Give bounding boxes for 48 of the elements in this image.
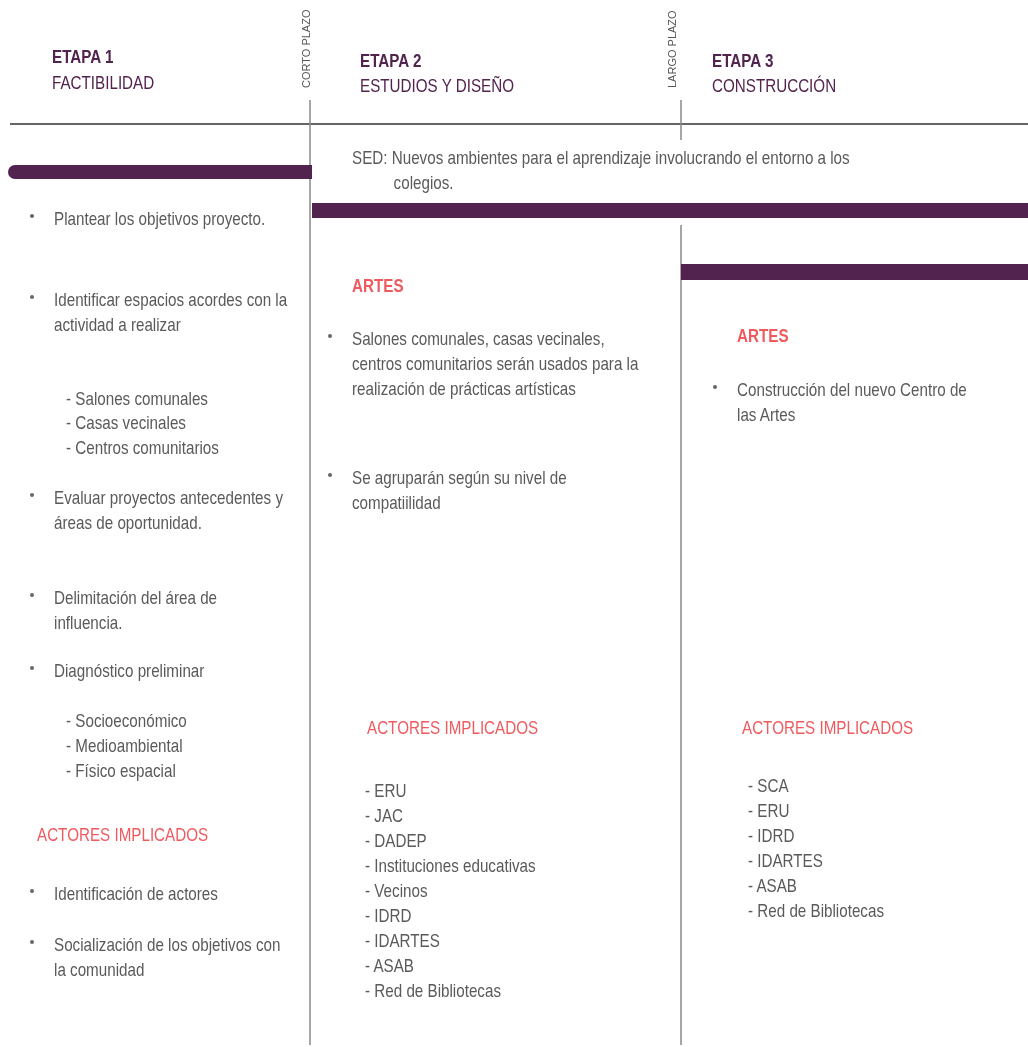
bullet-text: Construcción del nuevo Centro de las Artes [737,378,968,427]
list-item: - IDARTES [748,849,824,873]
term-label: CORTO PLAZO [300,9,312,88]
list-item: - Físico espacial [66,759,177,783]
stage-title: ETAPA 1 [52,45,115,69]
section-heading: ACTORES IMPLICADOS [37,823,210,847]
bullet-text: Salones comunales, casas vecinales, centros comunitarios serán usados para la realización de prácticas artísticas [352,327,640,401]
list-item: - Vecinos [365,879,429,903]
list-item: - Centros comunitarios [66,436,220,460]
list-item: - IDARTES [365,929,441,953]
bullet-text: Evaluar proyectos antecedentes y áreas de oportunidad. [54,486,284,535]
timeline-bar [8,165,312,179]
timeline-bar [681,264,1028,280]
bullet-text: Plantear los objetivos proyecto. [54,207,267,231]
list-item: - Casas vecinales [66,411,187,435]
stage-subtitle: FACTIBILIDAD [52,71,156,95]
section-heading: ACTORES IMPLICADOS [367,716,540,740]
bullet-text: Diagnóstico preliminar [54,659,206,683]
list-item: - Socioeconómico [66,709,188,733]
section-heading: ARTES [737,324,790,348]
bullet-text: Identificar espacios acordes con la actividad a realizar [54,288,289,337]
term-label: LARGO PLAZO [666,10,678,88]
bullet-text: Identificación de actores [54,882,219,906]
list-item: - ERU [748,799,791,823]
bullet-text: Delimitación del área de influencia. [54,586,219,635]
stage-title: ETAPA 3 [712,49,775,73]
list-item: - DADEP [365,829,428,853]
timeline-bar [312,203,1028,218]
list-item: - IDRD [748,824,796,848]
list-item: - Salones comunales [66,387,209,411]
list-item: - Red de Bibliotecas [748,899,886,923]
list-item: - ASAB [748,874,798,898]
list-item: - IDRD [365,904,413,928]
stage-subtitle: ESTUDIOS Y DISEÑO [360,74,515,98]
stage-subtitle: CONSTRUCCIÓN [712,74,838,98]
section-heading: ARTES [352,274,405,298]
list-item: - Red de Bibliotecas [365,979,503,1003]
note-text: SED: Nuevos ambientes para el aprendizaje involucrando el entorno a los colegios. [352,146,851,195]
list-item: - Instituciones educativas [365,854,537,878]
bullet-text: Se agruparán según su nivel de compatiilidad [352,466,568,515]
list-item: - Medioambiental [66,734,184,758]
stage-title: ETAPA 2 [360,49,423,73]
list-item: - SCA [748,774,790,798]
list-item: - JAC [365,804,404,828]
list-item: - ASAB [365,954,415,978]
section-heading: ACTORES IMPLICADOS [742,716,915,740]
bullet-text: Socialización de los objetivos con la comunidad [54,933,282,982]
list-item: - ERU [365,779,408,803]
